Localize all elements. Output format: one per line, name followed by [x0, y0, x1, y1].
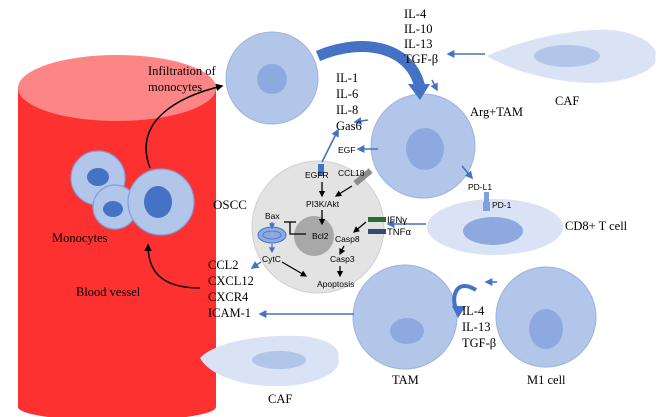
tam-cytokine-item: IL-6	[336, 87, 358, 101]
caf-top-cell	[487, 29, 656, 83]
cytokines-to-argtam-arrow	[430, 79, 438, 92]
tam-cytokine-item: IL-8	[336, 103, 358, 117]
tam-label: TAM	[392, 373, 419, 387]
ifny-bar	[368, 217, 386, 222]
m1-cytokine-item: TGF-β	[462, 336, 496, 350]
m1-cytokine-item: IL-13	[462, 320, 490, 334]
tnfa-bar	[368, 229, 386, 234]
argtam-to-il-arrow	[353, 117, 369, 125]
bcl2-label: Bcl2	[312, 231, 329, 241]
oscc-to-chemokines-arrow	[250, 261, 262, 269]
caf-bottom-label: CAF	[268, 392, 292, 406]
pd-l1-label: PD-L1	[468, 182, 492, 192]
egfr-label: EGFR	[305, 170, 329, 180]
mitochondrion	[257, 226, 287, 244]
caf-cytokine-item: IL-13	[404, 37, 432, 51]
egf-label: EGF	[338, 145, 355, 155]
recruitment-arrow	[144, 243, 201, 289]
ifny-label: IFNγ	[387, 215, 407, 226]
oscc-chemokine-item: CCL2	[208, 258, 239, 272]
infiltration-label-line2: monocytes	[148, 80, 202, 94]
tam-cytokine-item: Gas6	[336, 119, 362, 133]
casp3-label: Casp3	[330, 254, 355, 264]
oscc-label: OSCC	[213, 197, 247, 212]
bax-label: Bax	[265, 211, 280, 221]
egfr-receptor	[318, 164, 324, 176]
tnfa-label: TNFα	[387, 227, 411, 238]
ccl18-label: CCL18	[338, 168, 365, 178]
m1-to-tam-arrowhead	[452, 306, 466, 318]
m1-cell-label: M1 cell	[527, 373, 566, 387]
pd-1-label: PD-1	[492, 200, 512, 210]
pi3k-akt-label: PI3K/Akt	[306, 199, 340, 209]
cytc-to-apoptosis-arrow	[281, 261, 308, 277]
oscc-chemokine-item: CXCR4	[208, 290, 249, 304]
blood-vessel	[18, 55, 216, 417]
caf-bottom-cell	[200, 335, 339, 387]
infiltrating-monocyte-cell	[225, 31, 319, 125]
arg-tam-label: Arg+TAM	[470, 105, 523, 119]
caf-top-label: CAF	[555, 94, 579, 108]
ccl18-receptor	[353, 168, 373, 186]
arg-tam-cell	[370, 93, 476, 199]
caf-cytokine-item: IL-4	[404, 7, 427, 21]
blood-vessel-label: Blood vessel	[76, 285, 141, 299]
infiltration-arrow	[145, 83, 224, 169]
cd8-t-cell-label: CD8+ T cell	[565, 219, 628, 233]
pdl1-receptor	[484, 192, 489, 202]
ccl18-to-pi3k-arrow	[334, 185, 353, 197]
oscc-cell	[251, 160, 385, 294]
egfr-to-il-arrow	[321, 128, 339, 163]
tam-cytokine-item: IL-1	[336, 71, 358, 85]
caf-cytokine-item: IL-10	[404, 22, 432, 36]
bcl2-inhibits-bax	[289, 222, 306, 235]
tam-cell	[352, 264, 458, 370]
infiltration-label-line1: Infiltration of	[148, 64, 217, 78]
oscc-chemokine-item: CXCL12	[208, 274, 254, 288]
m1-cell	[495, 266, 597, 368]
cytc-label: CytC	[262, 254, 281, 264]
apoptosis-label: Apoptosis	[317, 279, 354, 289]
monocytes-label: Monocytes	[52, 231, 108, 245]
casp8-label: Casp8	[335, 234, 360, 244]
differentiation-arrow	[315, 41, 426, 90]
cd8-t-cell	[427, 199, 563, 255]
argtam-to-pdl1-arrow	[461, 165, 474, 180]
differentiation-arrowhead	[408, 84, 430, 100]
pd1-receptor	[483, 202, 490, 211]
monocyte-cluster	[70, 150, 195, 236]
oscc-chemokine-item: ICAM-1	[208, 306, 251, 320]
ifny-to-casp8-arrow	[353, 221, 367, 233]
casp8-to-casp3-arrow	[339, 245, 346, 256]
m1-cytokine-item: IL-4	[462, 304, 485, 318]
caf-cytokine-item: TGF-β	[404, 52, 438, 66]
